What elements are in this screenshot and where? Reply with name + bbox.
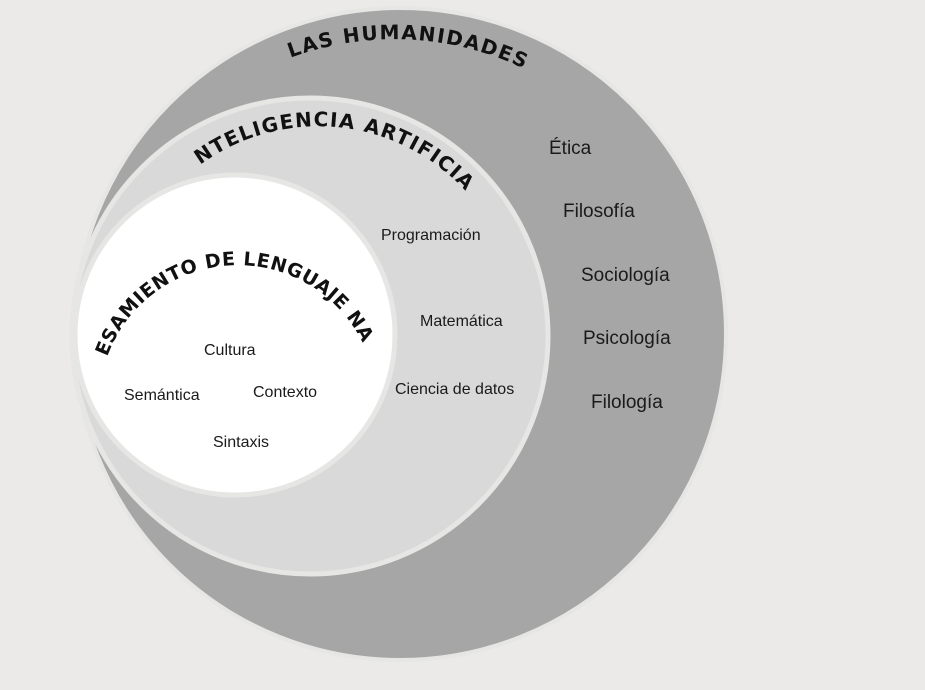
topic-sociologia: Sociología — [581, 265, 670, 286]
nlp-circle — [72, 172, 398, 498]
topic-programacion: Programación — [381, 227, 481, 244]
topic-matematica: Matemática — [420, 313, 503, 330]
topic-psicologia: Psicología — [583, 328, 671, 349]
topic-filologia: Filología — [591, 392, 663, 413]
topic-ciencia-de-datos: Ciencia de datos — [395, 381, 514, 398]
topic-sintaxis: Sintaxis — [213, 434, 269, 451]
topic-etica: Ética — [549, 138, 592, 159]
topic-filosofia: Filosofía — [563, 201, 635, 222]
topic-contexto: Contexto — [253, 384, 317, 401]
topic-semantica: Semántica — [124, 387, 200, 404]
topic-cultura: Cultura — [204, 342, 256, 359]
